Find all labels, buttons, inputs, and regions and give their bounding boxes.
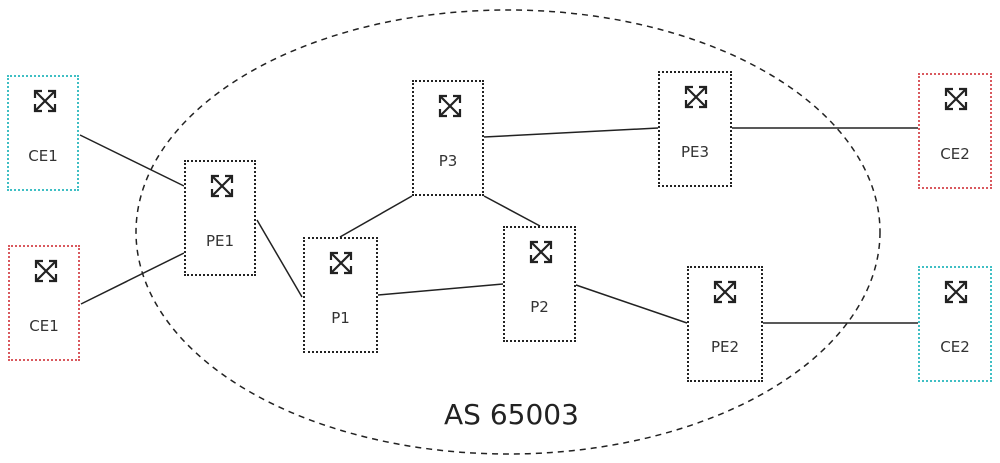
node-label: P2: [530, 298, 549, 316]
node-label: CE1: [29, 317, 59, 335]
node-ce2b[interactable]: CE2: [918, 266, 992, 382]
as-number-label: AS 65003: [444, 398, 579, 431]
router-arrows-icon: [942, 278, 970, 306]
node-label: CE1: [28, 147, 58, 165]
node-pe3[interactable]: PE3: [658, 71, 732, 187]
node-label: P1: [331, 309, 350, 327]
node-label: PE2: [710, 338, 740, 356]
node-pe1[interactable]: PE1: [184, 160, 256, 276]
node-ce2a[interactable]: CE2: [918, 73, 992, 189]
link-p3-pe3: [483, 127, 659, 138]
link-pe1-p1: [256, 219, 303, 298]
link-p1-p3: [339, 195, 413, 238]
link-ce1b-pe1: [80, 252, 185, 305]
node-p2[interactable]: P2: [503, 226, 576, 342]
node-label: P3: [438, 152, 458, 170]
router-arrows-icon: [711, 278, 739, 306]
link-p3-p2: [483, 195, 541, 227]
link-ce1a-pe1: [79, 134, 185, 187]
node-ce1b[interactable]: CE1: [8, 245, 80, 361]
node-label: CE2: [940, 338, 970, 356]
router-arrows-icon: [32, 257, 60, 285]
router-arrows-icon: [682, 83, 710, 111]
router-arrows-icon: [327, 249, 355, 277]
node-label: PE3: [680, 143, 710, 161]
router-arrows-icon: [527, 238, 555, 266]
router-arrows-icon: [436, 92, 464, 120]
node-label: PE1: [205, 232, 235, 250]
node-p3[interactable]: P3: [412, 80, 484, 196]
node-pe2[interactable]: PE2: [687, 266, 763, 382]
node-label: CE2: [940, 145, 970, 163]
router-arrows-icon: [208, 172, 236, 200]
node-ce1a[interactable]: CE1: [7, 75, 79, 191]
router-arrows-icon: [942, 85, 970, 113]
node-p1[interactable]: P1: [303, 237, 378, 353]
as-boundary: [135, 9, 881, 455]
router-arrows-icon: [31, 87, 59, 115]
link-p1-p2: [377, 283, 504, 296]
link-p2-pe2: [575, 284, 688, 324]
